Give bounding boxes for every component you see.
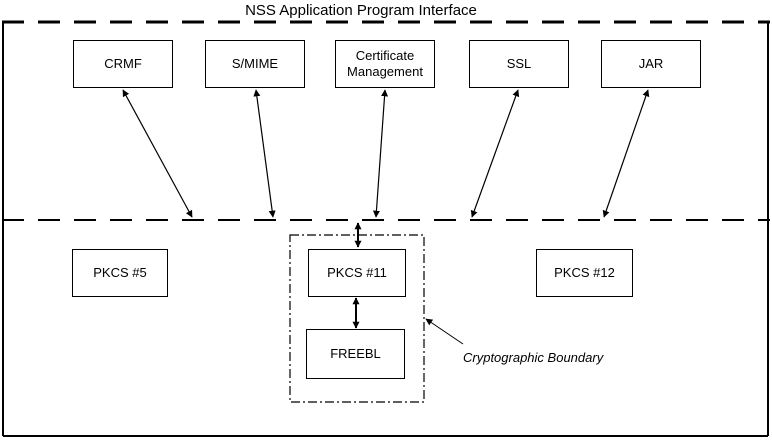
- arrow-crmf: [122, 89, 193, 218]
- module-certificate-management-label: Certificate Management: [347, 47, 423, 79]
- module-smime: S/MIME: [205, 40, 305, 88]
- crypto-boundary-box: [289, 234, 425, 403]
- arrow-jar: [602, 89, 650, 218]
- module-certificate-management: Certificate Management: [335, 40, 435, 88]
- arrow-certificate-management: [372, 89, 389, 218]
- module-pkcs12: PKCS #12: [536, 249, 633, 297]
- module-pkcs11: PKCS #11: [308, 249, 406, 297]
- arrow-smime: [253, 89, 276, 218]
- module-freebl: FREEBL: [306, 329, 405, 379]
- module-freebl-label: FREEBL: [330, 345, 381, 361]
- module-pkcs5: PKCS #5: [72, 249, 168, 297]
- diagram-title-text: NSS Application Program Interface: [242, 2, 480, 19]
- module-crmf: CRMF: [73, 40, 173, 88]
- module-jar-label: JAR: [638, 55, 664, 71]
- boundary-label-pointer: [425, 318, 464, 345]
- arrow-ssl: [470, 89, 520, 218]
- module-jar: JAR: [601, 40, 701, 88]
- module-crmf-label: CRMF: [104, 55, 142, 71]
- module-ssl-label: SSL: [506, 55, 532, 71]
- module-pkcs12-label: PKCS #12: [554, 264, 615, 280]
- module-pkcs5-label: PKCS #5: [93, 264, 147, 280]
- cryptographic-boundary-label: Cryptographic Boundary: [463, 350, 604, 365]
- diagram-title: NSS Application Program Interface: [0, 2, 722, 19]
- module-smime-label: S/MIME: [231, 55, 279, 71]
- module-ssl: SSL: [469, 40, 569, 88]
- module-pkcs11-label: PKCS #11: [327, 264, 387, 280]
